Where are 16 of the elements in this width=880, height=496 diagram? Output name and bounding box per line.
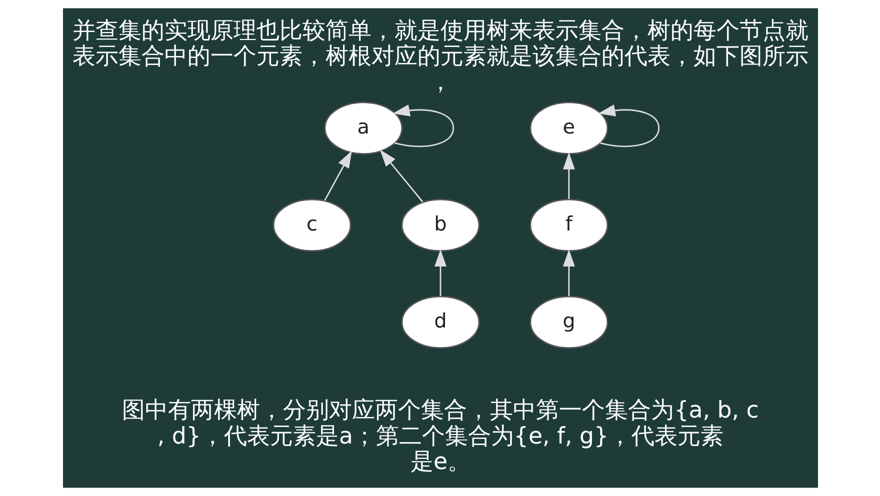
node-ellipse: e [529, 102, 608, 155]
node-ellipse: f [529, 198, 608, 252]
arrow [562, 152, 574, 199]
node-ellipse: b [400, 198, 480, 252]
arrow [392, 104, 454, 147]
caption: 图中有两棵树，分别对应两个集合，其中第一个集合为{a, b, c, d}，代表元素是a；第二个集合为{e, f, g}，代表元素是e。 [122, 398, 758, 475]
arrow [598, 104, 660, 147]
arrow [562, 249, 574, 296]
node-ellipse: g [529, 296, 608, 349]
arrow [434, 249, 446, 296]
node-ellipse: d [400, 296, 480, 349]
node-ellipse: a [324, 102, 402, 155]
diagram-title: 并查集的实现原理也比较简单，就是使用树来表示集合，树的每个节点就表示集合中的一个元素，树根对应的元素就是该集合的代表，如下图所示， [72, 18, 808, 96]
arrow [379, 150, 423, 202]
node-ellipse: c [272, 198, 351, 252]
arrow [324, 150, 352, 201]
